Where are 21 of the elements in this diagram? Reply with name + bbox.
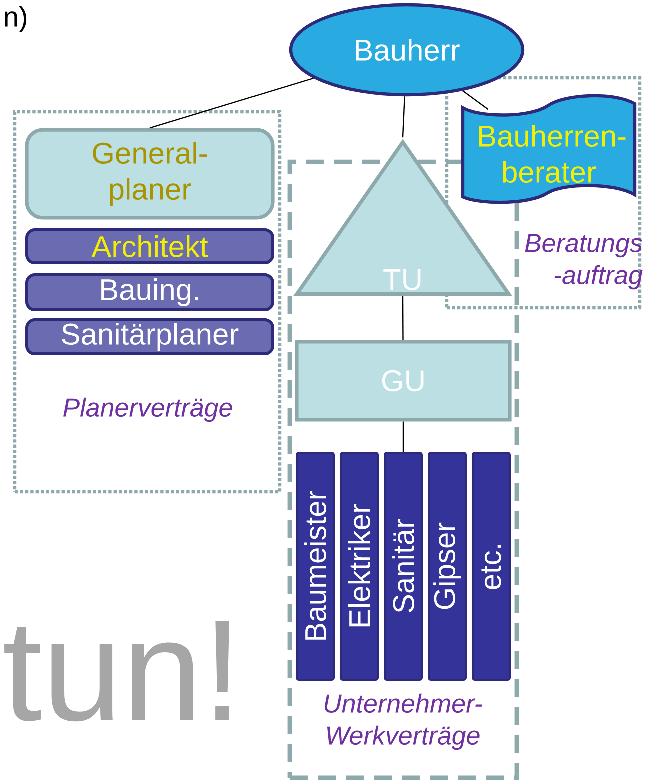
role-bar: Sanitärplaner (26, 318, 274, 356)
connector-line (402, 296, 404, 340)
vertical-bar: Gipser (428, 452, 467, 681)
rectangle-box: GU (295, 340, 512, 422)
vertical-bar: Baumeister (296, 452, 335, 681)
connector-line (150, 78, 314, 129)
connector-line (462, 90, 489, 110)
rounded-box: General- planer (25, 128, 275, 220)
connector-line (402, 96, 406, 138)
wave-flag: Bauherren- berater (461, 94, 637, 204)
vertical-bar: Sanitär (384, 452, 423, 681)
role-bar: Bauing. (26, 274, 274, 312)
vertical-bar: etc. (472, 452, 511, 681)
group-label: Planerverträge (64, 398, 232, 422)
role-bar: Architekt (26, 228, 274, 264)
large-text: tun! (4, 621, 230, 722)
group-label: Unternehmer- Werkverträge (324, 694, 482, 750)
caption-fragment: n) (5, 6, 27, 32)
connector-line (402, 422, 404, 452)
vertical-bar: Elektriker (340, 452, 379, 681)
group-label: Beratungs -auftrag (525, 234, 643, 290)
